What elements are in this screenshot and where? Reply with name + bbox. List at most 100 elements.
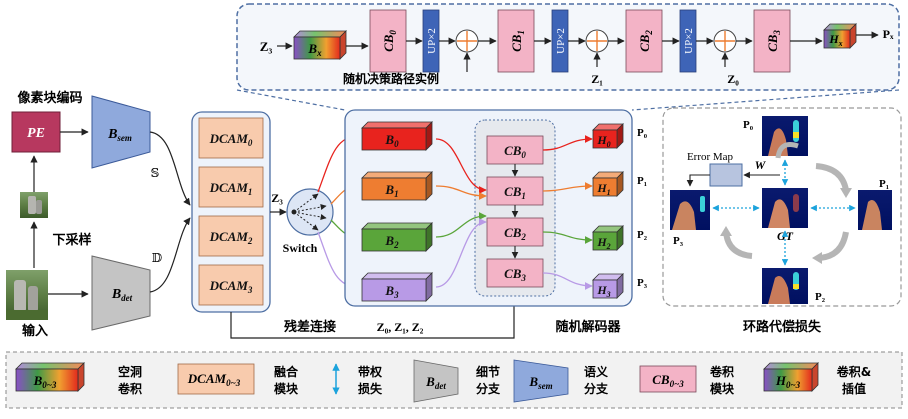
top-hx-sub: x — [838, 39, 843, 48]
branch-b0-label: B — [384, 132, 394, 147]
svg-text:CB0: CB0 — [504, 143, 526, 160]
top-up2-label: UP×2 — [555, 28, 567, 54]
branch-b2-sub: 2 — [393, 240, 399, 250]
svg-text:DCAM1: DCAM1 — [209, 180, 253, 197]
legend-dcam-label: DCAM — [187, 371, 227, 386]
head-h0-sub: 0 — [607, 140, 611, 149]
top-cb3-sub: 3 — [772, 30, 782, 36]
decoder-cb0-label: CB — [504, 143, 522, 158]
legend-dcam-text2: 模块 — [274, 381, 299, 396]
bsem-label: B — [107, 127, 117, 142]
residual-connection-line — [230, 293, 518, 339]
top-cb1-label: CB — [509, 34, 524, 52]
branch-b3-label: B — [384, 283, 394, 298]
svg-text:B0: B0 — [384, 132, 399, 149]
dcam-0-label: DCAM — [209, 131, 249, 146]
dcam-block-3: DCAM3 — [198, 264, 264, 306]
svg-text:CB2: CB2 — [504, 225, 526, 242]
pe-block — [11, 111, 61, 153]
top-cb0-label: CB — [381, 34, 396, 52]
top-hx-label: H — [828, 32, 839, 46]
top-input-z3: Z₃ — [260, 39, 273, 54]
input-label: 输入 — [22, 323, 48, 339]
svg-text:Hx: Hx — [828, 32, 842, 48]
branch-to-cb-1 — [435, 185, 487, 200]
legend-dilated-conv: B0~3 空洞 卷积 — [15, 362, 142, 396]
legend-bsem-text2: 分支 — [584, 381, 609, 396]
svg-text:H0: H0 — [596, 133, 610, 149]
legend-head-text2: 插值 — [842, 381, 866, 396]
top-up3-block: UP×2 — [679, 9, 697, 73]
loop-arrow-4 — [775, 142, 799, 159]
legend-bdet-text2: 分支 — [476, 381, 501, 396]
decoder-cb2-label: CB — [504, 225, 522, 240]
head-h0: H0 — [592, 123, 624, 149]
head-h3: H3 — [592, 273, 624, 299]
svg-text:CB0~3: CB0~3 — [652, 372, 684, 389]
svg-text:Bsem: Bsem — [528, 374, 552, 391]
svg-text:CB2: CB2 — [637, 30, 654, 52]
head-h2: H2 — [592, 225, 624, 251]
input-image — [6, 270, 48, 320]
dcam-block-2: DCAM2 — [198, 215, 264, 257]
decoder-title: 随机解码器 — [555, 319, 621, 335]
branch-b2: B2 — [361, 222, 433, 252]
branch-b1-sub: 1 — [394, 189, 399, 199]
head-h0-label: H — [596, 133, 607, 147]
top-cb1-block: CB1 — [497, 9, 535, 73]
top-cb0-block: CB0 — [369, 9, 407, 73]
svg-text:B1: B1 — [384, 182, 398, 199]
ground-truth-image — [762, 188, 808, 228]
legend-dcam-text1: 融合 — [274, 364, 299, 379]
svg-text:H1: H1 — [596, 181, 610, 197]
bdet-sub: det — [121, 293, 132, 303]
downsample-label: 下采样 — [52, 232, 91, 248]
dcam-2-sub: 2 — [247, 236, 253, 246]
top-cb3-block: CB3 — [753, 9, 791, 73]
loop-loss-title: 环路代偿损失 — [743, 319, 822, 335]
error-map-label: Error Map — [687, 151, 734, 163]
weight-w-label: W — [755, 158, 767, 172]
svg-text:CB0: CB0 — [381, 30, 398, 52]
cb-to-head-3 — [542, 272, 593, 290]
decoder-output-p3: P₃ — [637, 277, 648, 289]
dcam-3-sub: 3 — [247, 285, 253, 295]
downsampled-image — [20, 192, 48, 218]
svg-text:B0~3: B0~3 — [33, 373, 57, 390]
loss-p0-label: P₀ — [743, 119, 754, 131]
heatmap-p2 — [762, 268, 808, 304]
decoder-cb1: CB1 — [486, 176, 544, 206]
head-h2-label: H — [596, 235, 607, 249]
top-cb2-label: CB — [637, 34, 652, 52]
loss-p1-label: P₁ — [879, 178, 889, 190]
switch-z3-label: Z₃ — [271, 191, 283, 205]
legend-bsem-label: B — [528, 374, 538, 389]
dcam-1-label: DCAM — [209, 180, 249, 195]
heatmap-p1 — [858, 190, 892, 230]
pixel-encoding-section: 像素块编码 PE Bsem 𝕊 — [11, 90, 191, 206]
svg-text:H2: H2 — [596, 235, 610, 251]
branch-to-cb-3 — [435, 218, 487, 288]
decoder-cb2-sub: 2 — [520, 232, 526, 242]
top-hx-block: Hx — [823, 23, 857, 49]
head-h3-sub: 3 — [606, 290, 611, 299]
legend-bdet-label: B — [425, 374, 435, 389]
branch-b2-label: B — [384, 233, 394, 248]
branch-to-cb-0 — [435, 138, 487, 194]
legend-weighted-loss: 带权 损失 — [332, 363, 383, 396]
top-cb2-block: CB2 — [625, 9, 663, 73]
semantic-symbol-s: 𝕊 — [151, 166, 160, 180]
svg-text:DCAM0: DCAM0 — [209, 131, 253, 148]
top-cb1-sub: 1 — [516, 30, 526, 35]
loss-p2-label: P₂ — [815, 291, 826, 303]
svg-text:DCAM0~3: DCAM0~3 — [187, 371, 241, 388]
decoder-cb1-label: CB — [504, 184, 522, 199]
zoom-connector-right — [631, 89, 900, 111]
decoder-cb3-label: CB — [504, 266, 522, 281]
zoom-connector-left — [236, 89, 346, 111]
branch-b1: B1 — [361, 171, 433, 201]
branch-b3-sub: 3 — [393, 290, 399, 300]
loop-compensation-loss-panel: P₀ GT P₁ P₂ P₃ Error Map — [662, 107, 902, 307]
